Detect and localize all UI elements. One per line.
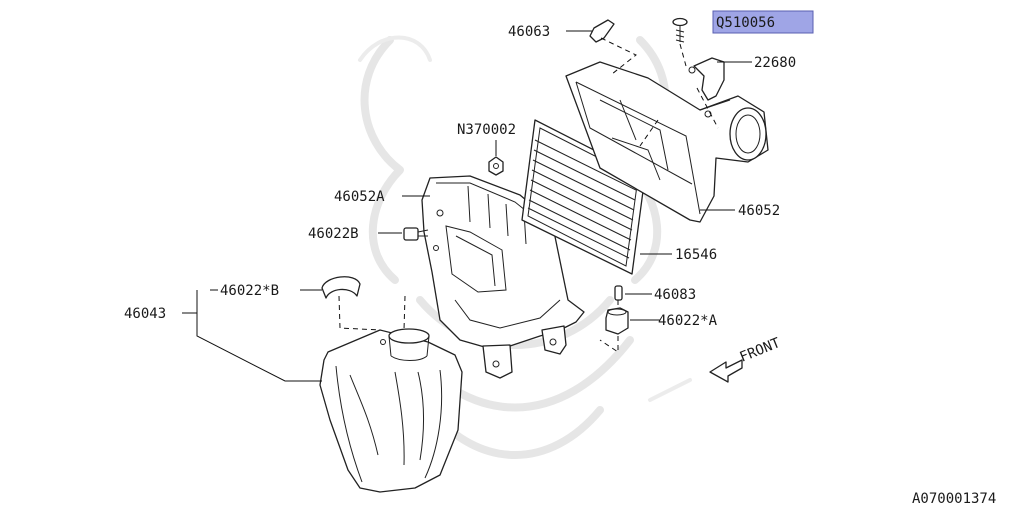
rubber-mount-46022-star-a <box>605 307 629 335</box>
part-label-46043[interactable]: 46043 <box>124 306 166 322</box>
front-label: FRONT <box>738 335 784 366</box>
screw-q510056 <box>672 17 688 43</box>
part-label-46052a[interactable]: 46052A <box>334 189 385 205</box>
part-label-46063[interactable]: 46063 <box>508 24 550 40</box>
part-label-q510056[interactable]: Q510056 <box>716 15 775 31</box>
lower-air-cleaner-case <box>319 328 463 493</box>
bracket-22680 <box>688 57 725 101</box>
highlight-box-q510056 <box>712 10 814 34</box>
pin-46083 <box>614 285 623 301</box>
clip-46063 <box>589 19 615 43</box>
part-label-46083[interactable]: 46083 <box>654 287 696 303</box>
assembly-dashed-lines <box>338 37 719 353</box>
air-filter-element-16546 <box>521 119 646 275</box>
front-direction-arrow <box>709 359 743 383</box>
air-cleaner-cover-46052 <box>565 61 769 223</box>
part-label-46022-star-a[interactable]: 46022*A <box>658 313 718 329</box>
part-label-46022-star-b[interactable]: 46022*B <box>220 283 279 299</box>
part-label-22680[interactable]: 22680 <box>754 55 796 71</box>
part-label-46022b[interactable]: 46022B <box>308 226 359 242</box>
diagram-id: A070001374 <box>912 491 996 507</box>
part-label-46052[interactable]: 46052 <box>738 203 780 219</box>
part-label-16546[interactable]: 16546 <box>675 247 717 263</box>
clamp-ring-46022-star-b <box>321 276 361 299</box>
nut-n370002 <box>488 156 504 176</box>
bolt-46022b <box>403 227 429 241</box>
part-label-n370002[interactable]: N370002 <box>457 122 516 138</box>
leader-lines <box>182 30 752 382</box>
